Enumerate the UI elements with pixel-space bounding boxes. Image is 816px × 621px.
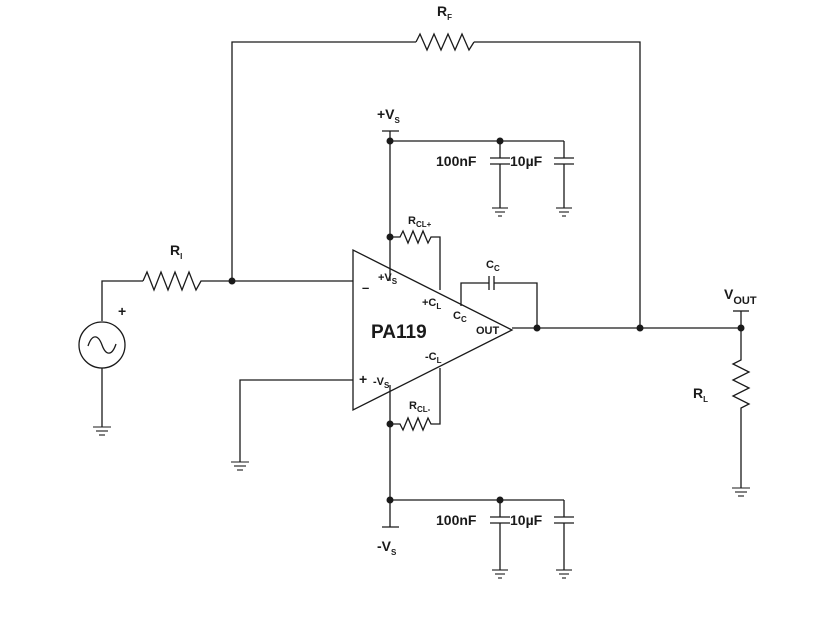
load-resistor: RL	[693, 328, 751, 497]
pin-vs-neg-label: -VS	[373, 376, 390, 390]
supply-neg-label: -VS	[377, 538, 397, 557]
ac-source: +	[78, 280, 143, 427]
rcl-neg-resistor: RCL-	[386, 368, 441, 432]
comp-cap-label: CC	[486, 259, 500, 273]
feedback-wire	[231, 41, 641, 328]
top-cap-10uf: 10µF	[510, 141, 574, 217]
pin-vs-pos-label: +VS	[378, 272, 398, 286]
load-resistor-label: RL	[693, 385, 708, 404]
bottom-cap-10uf: 10µF	[510, 500, 574, 579]
feedback-resistor-label: RF	[437, 3, 452, 22]
input-resistor-label: RI	[170, 242, 182, 261]
negative-supply: -VS	[377, 385, 564, 557]
pin-cl-neg-label: -CL	[425, 351, 442, 365]
rcl-pos-resistor: RCL+	[386, 215, 441, 290]
vout-label: VOUT	[724, 286, 757, 307]
top-cap-large-label: 10µF	[510, 153, 543, 169]
top-cap-small-label: 100nF	[436, 153, 477, 169]
noninverting-input-ground	[231, 379, 353, 471]
bottom-cap-100nf: 100nF	[436, 500, 510, 579]
compensation-capacitor: CC	[460, 259, 538, 328]
supply-pos-label: +VS	[377, 106, 401, 125]
opamp-noninverting-symbol: +	[359, 371, 367, 387]
output-wire: VOUT	[512, 286, 757, 332]
rcl-pos-label: RCL+	[408, 215, 432, 229]
pin-cc-label: CC	[453, 310, 467, 324]
source-plus-label: +	[118, 303, 126, 319]
pin-cl-pos-label: +CL	[422, 297, 441, 311]
rcl-neg-label: RCL-	[409, 400, 431, 414]
feedback-resistor: RF	[415, 3, 475, 52]
bottom-cap-large-label: 10µF	[510, 512, 543, 528]
positive-supply: +VS	[377, 106, 564, 281]
opamp-pa119: – + PA119 +VS -VS +CL -CL CC OUT	[352, 248, 514, 412]
top-cap-100nf: 100nF	[436, 141, 510, 217]
ground-symbol-source	[93, 426, 111, 436]
junction-dot	[228, 277, 236, 285]
pin-out-label: OUT	[476, 325, 500, 337]
bottom-cap-small-label: 100nF	[436, 512, 477, 528]
opamp-inverting-symbol: –	[362, 280, 369, 295]
opamp-name: PA119	[371, 322, 427, 343]
input-resistor: RI	[142, 242, 232, 292]
